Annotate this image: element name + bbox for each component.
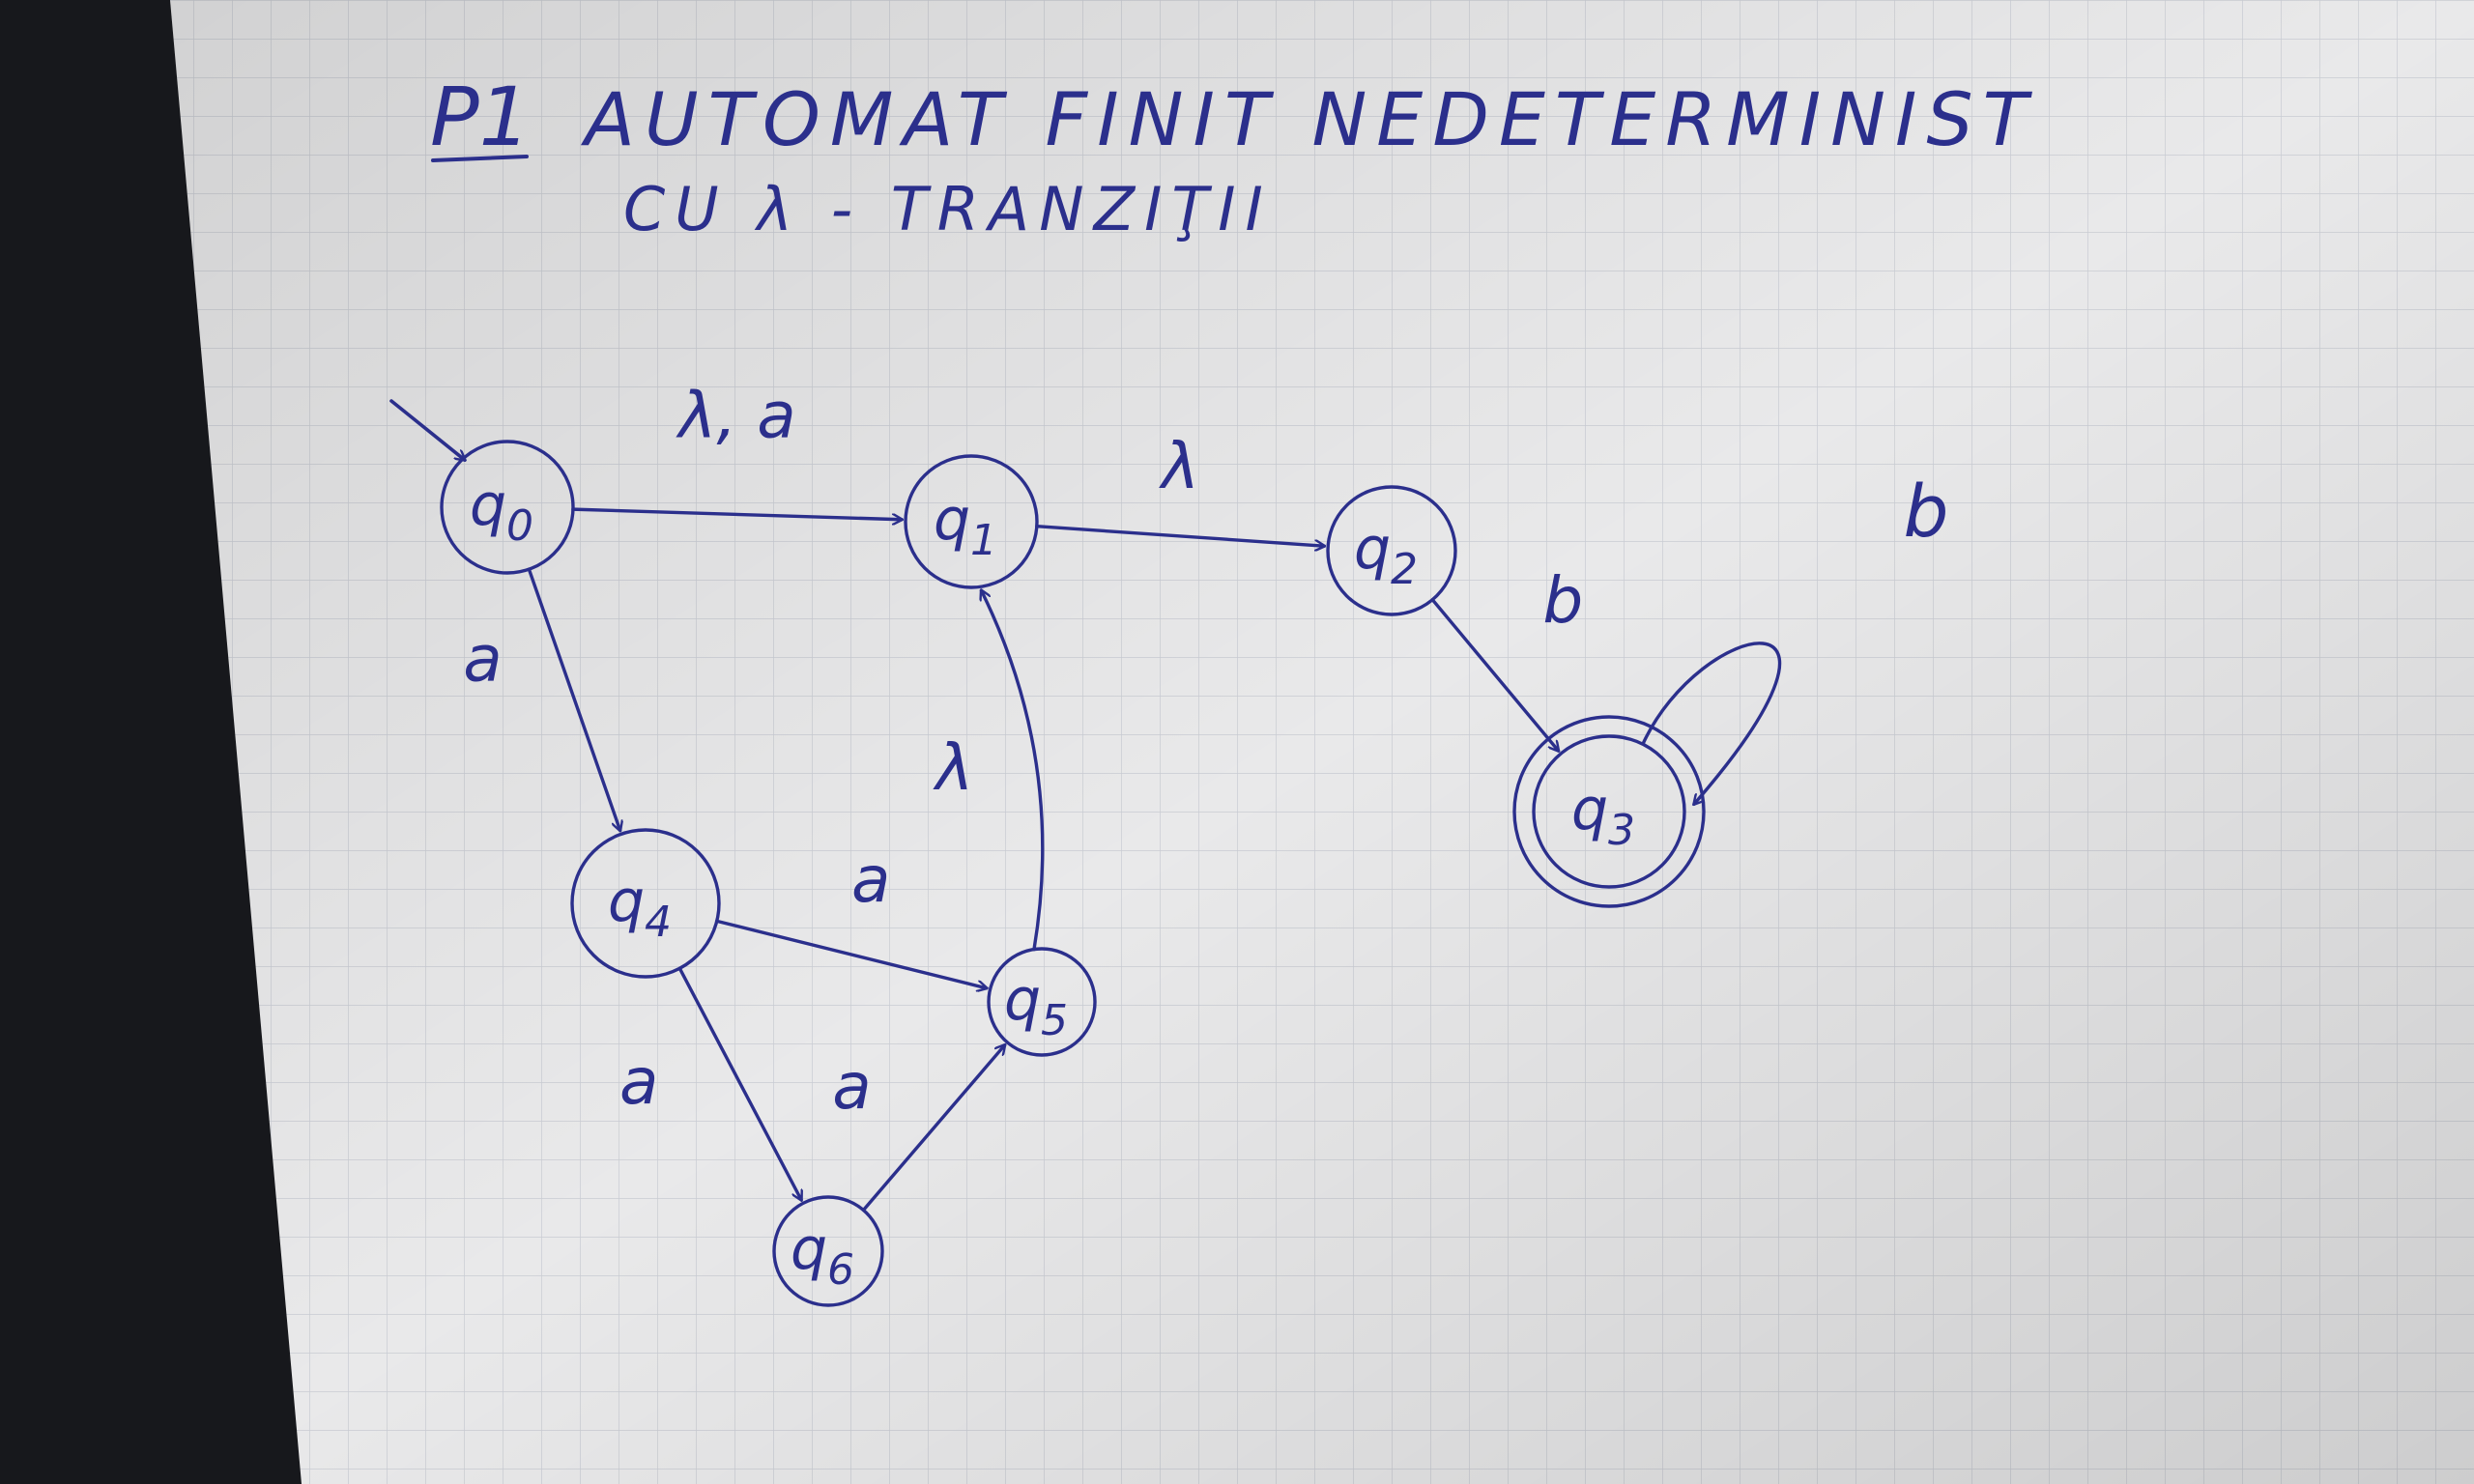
- title-line-1: AUTOMAT FINIT NEDETERMINIST: [580, 76, 2037, 162]
- state-q3: q3: [1512, 715, 1706, 908]
- state-q2-label: q2: [1354, 515, 1418, 594]
- transition-edges: [527, 507, 1782, 1213]
- state-q3-circle: [1532, 734, 1686, 889]
- transition-q5-q1-arrow: [981, 590, 1045, 952]
- transition-q5-q1-label: λ: [933, 730, 973, 805]
- state-q6-circle: [772, 1195, 884, 1307]
- state-q3-label: q3: [1571, 776, 1635, 855]
- initial-state-arrow: [389, 399, 465, 460]
- problem-number: P1: [430, 70, 531, 164]
- transition-q4-q5-arrow: [715, 919, 987, 987]
- state-q3-final-ring: [1512, 715, 1706, 908]
- state-q1-label: q1: [934, 486, 997, 565]
- state-q6-label: q6: [791, 1215, 854, 1295]
- state-q5-circle: [987, 947, 1097, 1057]
- transition-q3-q3-loop: [1641, 642, 1782, 804]
- transition-q6-q5-arrow: [861, 1045, 1004, 1213]
- state-nodes: q0 q1 q2 q3 q4 q5 q6: [389, 399, 1706, 1307]
- state-q6: q6: [772, 1195, 884, 1307]
- state-q0-label: q0: [470, 471, 533, 551]
- state-q0: q0: [389, 399, 575, 575]
- transition-q2-q3-arrow: [1430, 598, 1558, 751]
- state-q4: q4: [570, 828, 721, 979]
- title-line-2: CU λ - TRANZIŢII: [623, 174, 1273, 244]
- transition-q2-q3-label: b: [1542, 563, 1583, 638]
- transition-q6-q5-label: a: [832, 1049, 871, 1124]
- problem-number-underline: [431, 155, 529, 162]
- transition-q0-q4-arrow: [527, 567, 619, 830]
- heading: P1 AUTOMAT FINIT NEDETERMINIST CU λ - TR…: [430, 70, 2037, 244]
- transition-q4-q6-label: a: [619, 1044, 658, 1119]
- state-q5: q5: [987, 947, 1097, 1057]
- state-q0-circle: [440, 440, 575, 575]
- state-q1-circle: [904, 454, 1039, 589]
- transition-q4-q6-arrow: [677, 966, 801, 1200]
- state-q4-label: q4: [608, 868, 672, 947]
- notebook-page: [170, 0, 2474, 1484]
- transition-q1-q2-label: λ: [1159, 429, 1199, 503]
- state-q4-circle: [570, 828, 721, 979]
- transition-q0-q1-arrow: [571, 507, 902, 520]
- transition-q1-q2-arrow: [1035, 524, 1324, 547]
- transition-q0-q4-label: a: [463, 621, 502, 696]
- state-q1: q1: [904, 454, 1039, 589]
- transition-q3-q3-label: b: [1904, 471, 1949, 554]
- transition-q4-q5-label: a: [851, 842, 890, 917]
- state-q2-circle: [1326, 485, 1457, 616]
- transition-q0-q1-label: λ, a: [676, 378, 795, 452]
- state-q5-label: q5: [1004, 966, 1068, 1045]
- state-q2: q2: [1326, 485, 1457, 616]
